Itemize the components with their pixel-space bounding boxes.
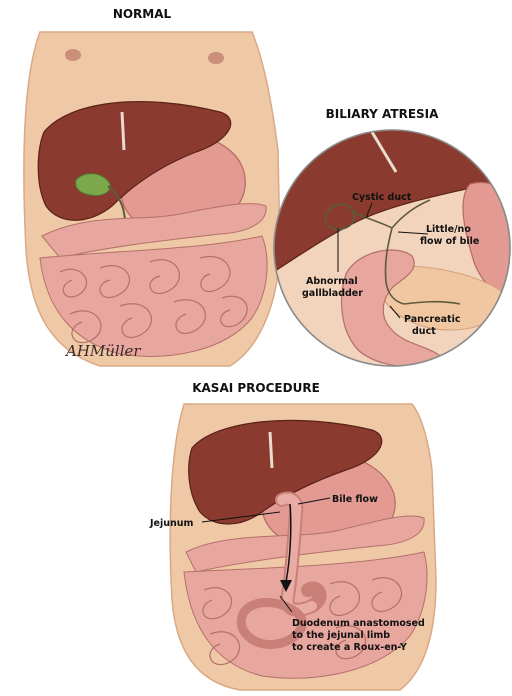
atresia-ducts (351, 199, 461, 305)
kasai-liver (188, 419, 383, 525)
label-duodenum-2: to the jejunal limb (292, 630, 390, 641)
normal-gallbladder (75, 173, 111, 197)
label-duodenum-3: to create a Roux-en-Y (292, 642, 407, 653)
atresia-gallbladder (324, 203, 355, 231)
label-abnormal-2: gallbladder (302, 288, 363, 299)
kasai-leaders (201, 497, 331, 613)
normal-intestine-loops (59, 255, 248, 344)
atresia-leaders (337, 202, 429, 319)
label-bile-flow: Bile flow (332, 494, 378, 505)
bile-flow-path (285, 503, 292, 583)
label-pancreatic-2: duct (412, 326, 436, 337)
bile-flow-arrow (280, 580, 292, 592)
normal-small-intestine (39, 235, 268, 357)
normal-transverse-colon (41, 203, 267, 259)
biliary-atresia-panel: BILIARY ATRESIA Cystic duct Lit (273, 107, 511, 367)
label-cystic-duct: Cystic duct (352, 192, 412, 203)
label-little-no-flow-2: flow of bile (420, 236, 479, 247)
label-duodenum-1: Duodenum anastomosed (292, 618, 425, 629)
right-nipple (208, 52, 224, 64)
heading-normal: NORMAL (113, 7, 172, 21)
heading-kasai: KASAI PROCEDURE (192, 381, 320, 395)
normal-liver-ligament (120, 111, 126, 151)
normal-panel: AHMüller NORMAL (23, 7, 281, 367)
heading-biliary-atresia: BILIARY ATRESIA (326, 107, 440, 121)
label-abnormal-1: Abnormal (306, 276, 358, 287)
atresia-duodenum (340, 249, 441, 366)
artist-signature: AHMüller (64, 342, 141, 360)
kasai-intestine-loops (202, 577, 403, 666)
label-little-no-flow-1: Little/no (426, 224, 471, 235)
label-pancreatic-1: Pancreatic (404, 314, 460, 325)
left-nipple (65, 49, 81, 61)
atresia-inset-border (273, 129, 511, 367)
label-jejunum: Jejunum (149, 518, 194, 529)
kasai-roux-loop (236, 597, 307, 650)
kasai-panel: KASAI PROCEDURE Bile flow Jejunum Duoden… (149, 381, 437, 691)
